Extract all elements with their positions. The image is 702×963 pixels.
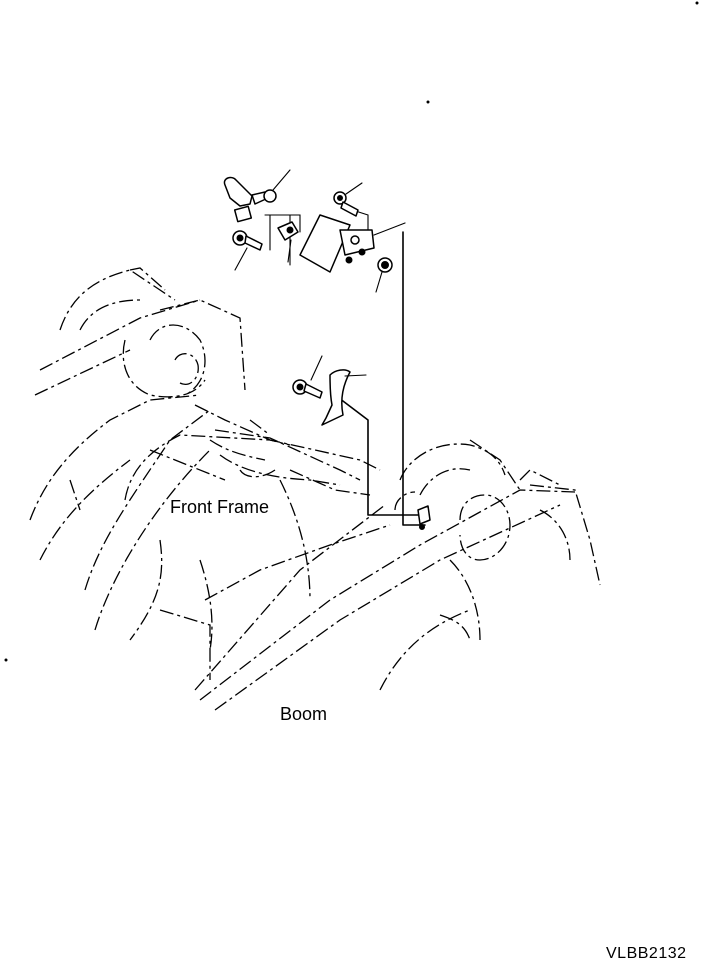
switch-box-part <box>299 214 406 273</box>
right-boom-arm <box>194 439 601 711</box>
mounting-bracket <box>417 505 431 530</box>
left-boom-arm <box>29 267 291 631</box>
figure-code: VLBB2132 <box>606 945 687 962</box>
cover-plate-part <box>321 369 367 426</box>
front-frame-body <box>124 419 381 680</box>
bolt-part-2 <box>333 182 363 217</box>
bolt-part-3 <box>292 355 323 399</box>
boom-label: Boom <box>280 704 328 724</box>
nut-part <box>375 257 393 293</box>
bolt-part-1 <box>232 230 263 271</box>
front-frame-label: Front Frame <box>170 497 270 517</box>
clamp-bracket-part <box>223 169 291 223</box>
clip-part <box>277 221 299 263</box>
